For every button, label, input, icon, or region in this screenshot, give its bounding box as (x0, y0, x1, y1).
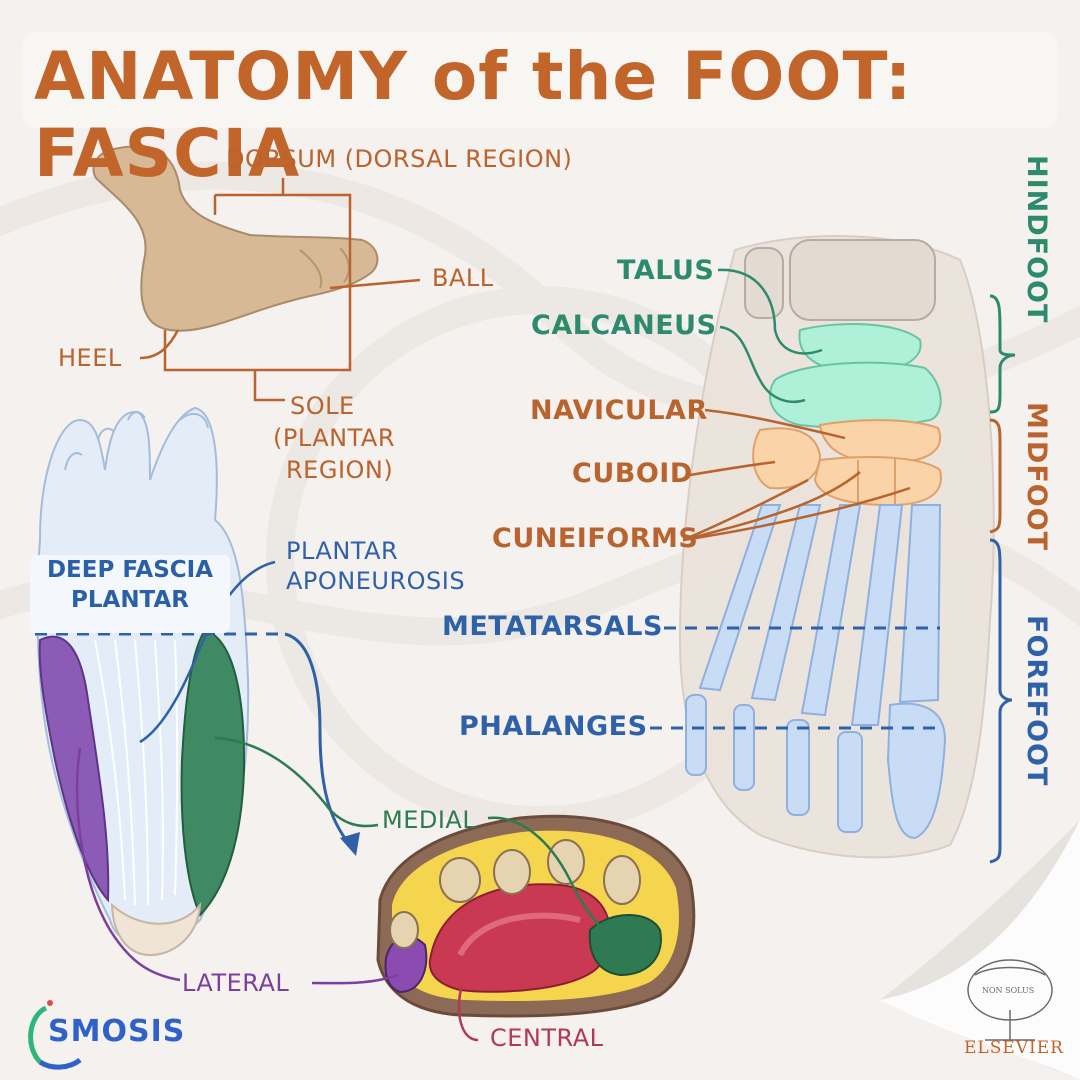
ball-label: BALL (432, 264, 494, 292)
heel-label: HEEL (58, 344, 122, 372)
phalange-bones (685, 694, 947, 840)
calcaneus-label: CALCANEUS (531, 310, 717, 341)
elsevier-tree-logo (967, 959, 1053, 1041)
tibia (789, 239, 936, 321)
deep-fascia-label-line2: PLANTAR (71, 587, 189, 613)
dorsum-label: DORSUM (DORSAL REGION) (226, 145, 573, 173)
midfoot-bracket (989, 418, 1002, 534)
cuneiforms-label: CUNEIFORMS (492, 523, 699, 554)
elsevier-logo: NON SOLUS ELSEVIER (960, 958, 1070, 1073)
plantar-aponeurosis-leader (139, 560, 276, 744)
lateral-leader-section (311, 973, 399, 985)
osmosis-logo-mark (28, 1000, 82, 1070)
phalanges-label: PHALANGES (459, 711, 648, 742)
side-foot-illustration (92, 145, 421, 402)
hindfoot-bracket (989, 294, 1016, 414)
cuneiform-leader (682, 478, 809, 542)
navicular-bone (818, 419, 942, 464)
osmosis-wordmark: SMOSIS (48, 1014, 186, 1049)
deep-fascia-plantar-box: DEEP FASCIA PLANTAR (30, 555, 230, 633)
talus-bone (798, 323, 922, 374)
medial-leader-section (487, 816, 616, 942)
osmosis-logo: SMOSIS (22, 1000, 212, 1060)
plantar-aponeurosis-fibers (94, 639, 179, 906)
calcaneus-leader (719, 325, 806, 404)
navicular-leader (704, 408, 846, 440)
deep-fascia-label-line1: DEEP FASCIA (46, 557, 214, 583)
lateral-leader-plantar (75, 747, 181, 982)
sole-leader (253, 370, 285, 402)
medial-compartment-plantar (180, 628, 246, 917)
ball-leader (329, 278, 421, 290)
cuboid-leader (689, 460, 776, 477)
heel-pad (110, 901, 202, 957)
cuboid-bone (752, 427, 822, 490)
metatarsals-label: METATARSALS (442, 611, 663, 642)
dorsum-sole-frame (163, 193, 352, 372)
plantar-aponeurosis-label-line1: PLANTAR (286, 537, 399, 565)
medial-label: MEDIAL (382, 806, 477, 834)
fibula (744, 247, 784, 319)
sole-label-line2: (PLANTAR (273, 424, 396, 452)
calcaneus-bone (769, 361, 942, 429)
talus-label: TALUS (617, 255, 715, 286)
elsevier-wordmark: ELSEVIER (964, 1038, 1064, 1058)
cross-section-illustration (311, 814, 696, 1042)
navicular-label: NAVICULAR (530, 395, 708, 426)
elsevier-motto: NON SOLUS (982, 986, 1035, 995)
forefoot-bracket (989, 538, 1013, 864)
foot-skeleton-illustration (650, 235, 1016, 864)
forefoot-label: FOREFOOT (1021, 615, 1052, 787)
sole-label-line3: REGION) (286, 456, 394, 484)
medial-leader-plantar (214, 736, 379, 828)
medial-compartment-section (588, 914, 662, 977)
side-foot (92, 145, 379, 332)
page-title: ANATOMY of the FOOT: FASCIA (34, 38, 913, 192)
section-arrow (284, 632, 352, 846)
central-leader-section (457, 984, 479, 1042)
heel-leader (139, 329, 180, 360)
title-banner: ANATOMY of the FOOT: FASCIA (22, 32, 1058, 192)
lateral-label: LATERAL (182, 969, 290, 997)
central-label: CENTRAL (490, 1024, 604, 1052)
section-bones (389, 839, 641, 949)
plantar-aponeurosis-label-line2: APONEUROSIS (286, 567, 466, 595)
plantar-foot-illustration (35, 406, 379, 982)
cuboid-label: CUBOID (572, 458, 693, 489)
midfoot-label: MIDFOOT (1021, 402, 1052, 552)
sole-label-line1: SOLE (290, 392, 355, 420)
lateral-compartment-plantar (38, 635, 110, 903)
hindfoot-label: HINDFOOT (1021, 155, 1052, 324)
talus-leader (717, 268, 823, 355)
cuneiform-bones (813, 456, 942, 507)
